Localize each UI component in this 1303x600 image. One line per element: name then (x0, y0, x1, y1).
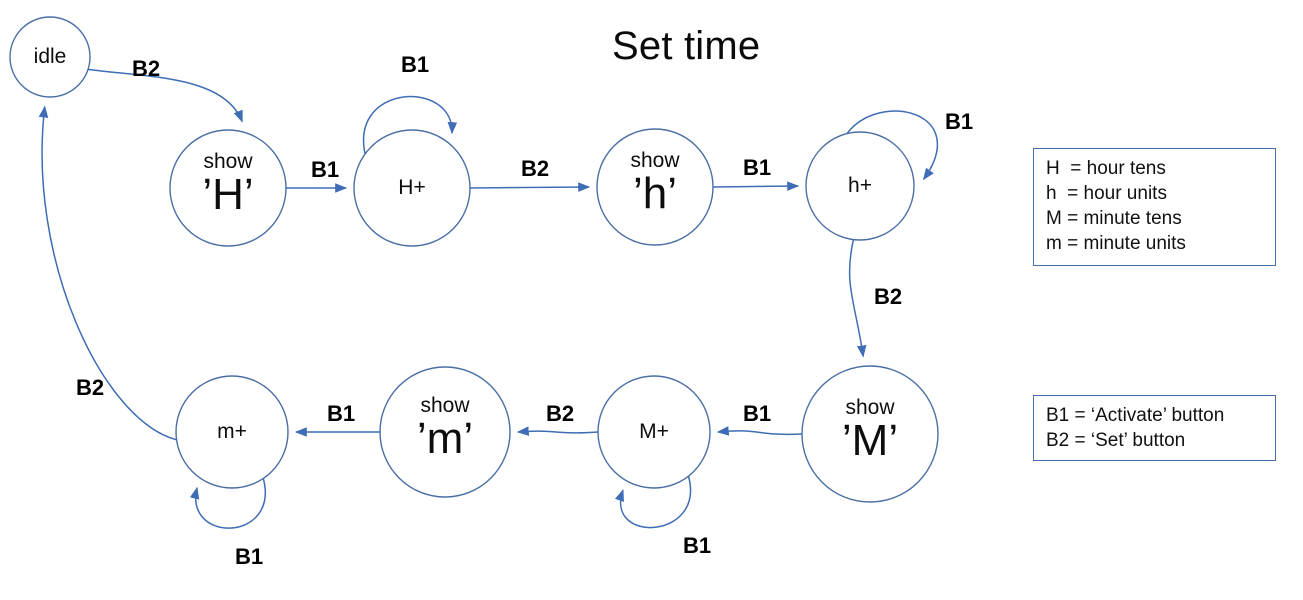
transition-showM-to-Mplus-B1 (716, 426, 803, 436)
state-node-hplus[interactable] (805, 131, 915, 241)
legend-symbols-row: M = minute tens (1046, 208, 1182, 230)
transition-label-b2: B2 (545, 401, 575, 426)
transition-mplus-to-idle-B2 (38, 105, 177, 441)
transition-idle-to-showH-B2 (87, 68, 243, 123)
state-node-showh[interactable] (596, 128, 714, 246)
legend-buttons-row: B1 = ‘Activate’ button (1046, 405, 1225, 426)
transition-label-b1: B1 (234, 544, 264, 569)
legend-buttons: B1 = ‘Activate’ button B2 = ‘Set’ button (1033, 395, 1276, 461)
transition-hplus-to-showM-B2 (848, 239, 867, 358)
state-node-idle[interactable] (9, 16, 91, 98)
transition-Mplus-to-showm-B2 (516, 426, 599, 436)
transition-mplus-to-mplus-B1 (189, 478, 266, 529)
legend-buttons-row: B2 = ‘Set’ button (1046, 430, 1186, 452)
transition-label-b2: B2 (75, 375, 105, 400)
legend-symbols-row: m = minute units (1046, 233, 1186, 255)
legend-symbols-row: h = hour units (1046, 183, 1167, 205)
transition-label-b1: B1 (310, 157, 340, 182)
transition-label-b1: B1 (742, 155, 772, 180)
transition-label-b1: B1 (326, 401, 356, 426)
transition-label-b1: B1 (682, 533, 712, 558)
transition-Hplus-to-showh-B2 (469, 182, 591, 192)
legend-symbols-row: H = hour tens (1046, 158, 1166, 179)
transition-label-b1: B1 (742, 401, 772, 426)
transition-label-b2: B2 (873, 284, 903, 309)
page-title: Set time (612, 24, 761, 68)
transition-Mplus-to-Mplus-B1 (614, 475, 692, 529)
transition-label-b2: B2 (131, 56, 161, 81)
transition-Hplus-to-Hplus-B1 (362, 95, 458, 155)
state-node-showH[interactable] (169, 129, 287, 247)
state-node-Mplus[interactable] (597, 375, 711, 489)
state-node-Hplus[interactable] (353, 129, 471, 247)
state-node-mplus[interactable] (175, 375, 289, 489)
transition-hplus-to-hplus-B1 (846, 110, 939, 181)
transition-label-b1: B1 (400, 52, 430, 77)
transition-showh-to-hplus-B1 (712, 181, 800, 191)
state-node-showM[interactable] (801, 365, 939, 503)
transition-label-b2: B2 (520, 156, 550, 181)
transition-label-b1: B1 (944, 109, 974, 134)
state-node-showm[interactable] (379, 366, 511, 498)
legend-symbols: H = hour tens h = hour units M = minute … (1033, 148, 1276, 266)
